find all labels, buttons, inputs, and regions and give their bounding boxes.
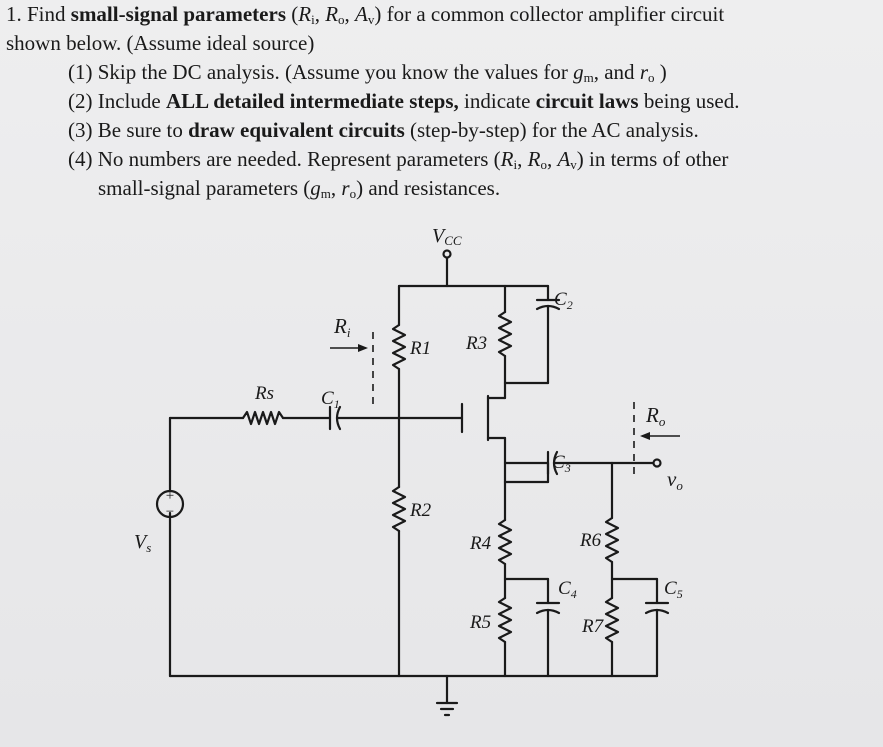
vcc-terminal [442, 249, 452, 259]
r3-label: R3 [465, 333, 487, 354]
r2-label: R2 [409, 500, 432, 521]
ri-label: Ri [333, 314, 351, 340]
step-4: (4) No numbers are needed. Represent par… [68, 147, 729, 172]
ro-label: Ro [645, 403, 666, 429]
r6-label: R6 [579, 530, 602, 551]
step-4-continued: small-signal parameters (gm, ro) and res… [98, 176, 501, 201]
resistor-rs [241, 410, 285, 426]
r1-label: R1 [409, 338, 431, 359]
c4-label: C4 [558, 578, 577, 601]
rs-label: Rs [254, 383, 274, 404]
c3-label: C3 [552, 452, 571, 475]
c5-label: C5 [664, 578, 683, 601]
resistor-r5 [497, 596, 513, 644]
r5-label: R5 [469, 612, 491, 633]
c1-label: C1 [321, 388, 340, 411]
r4-label: R4 [469, 533, 492, 554]
resistor-r6 [604, 516, 620, 564]
resistor-r7 [604, 596, 620, 644]
r7-label: R7 [581, 616, 605, 637]
vs-label: Vs [134, 531, 151, 555]
vcc-label: VCC [432, 225, 462, 248]
vo-label: vo [667, 467, 683, 493]
resistor-r3 [497, 310, 513, 358]
step-3: (3) Be sure to draw equivalent circuits … [68, 118, 699, 142]
problem-title: 1. Find small-signal parameters (Ri, Ro,… [6, 2, 725, 27]
resistor-r2 [391, 485, 407, 533]
problem-statement: 1. Find small-signal parameters (Ri, Ro,… [6, 0, 876, 203]
source-plus-sign: + [166, 488, 174, 504]
source-minus-sign: − [166, 504, 174, 520]
resistor-r4 [497, 518, 513, 566]
output-terminal [652, 458, 662, 468]
step-1: (1) Skip the DC analysis. (Assume you kn… [68, 60, 667, 85]
problem-line-2: shown below. (Assume ideal source) [6, 31, 315, 55]
c2-label: C2 [554, 289, 573, 312]
step-2: (2) Include ALL detailed intermediate st… [68, 89, 740, 113]
resistor-r1 [391, 323, 407, 371]
